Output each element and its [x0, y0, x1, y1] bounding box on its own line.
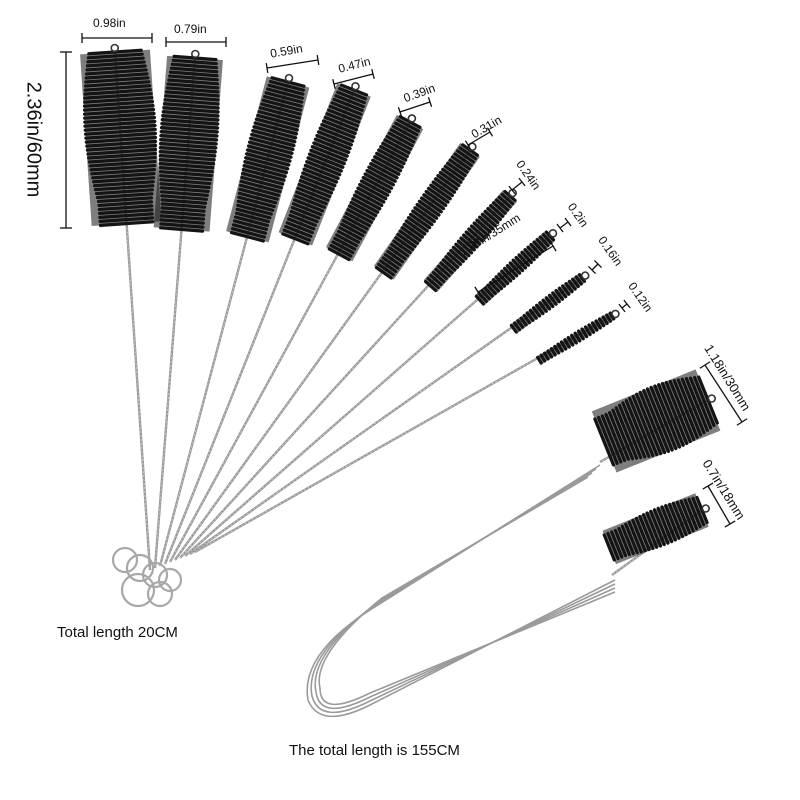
diameter-line-9	[591, 263, 599, 271]
key-ring-icon	[125, 553, 155, 583]
diameter-label-1: 0.98in	[93, 16, 126, 30]
small-brush-4	[163, 81, 371, 565]
diameter-line-7	[511, 181, 523, 191]
small-brush-10-bristles	[536, 311, 616, 365]
small-brush-7-bristles	[423, 189, 517, 293]
small-brush-9	[189, 271, 590, 555]
small-brush-6-bristles	[373, 143, 480, 280]
key-ring-icon	[120, 572, 156, 608]
diameter-line-5	[399, 101, 431, 113]
height-dimension-label: 2.36in/60mm	[22, 81, 45, 198]
small-brush-3-bristles	[226, 76, 310, 243]
small-brush-5	[168, 114, 424, 563]
bristle-length-line	[477, 245, 554, 293]
long-brush-large-head-bristles	[591, 369, 721, 473]
key-ring-icon	[111, 546, 139, 574]
long-brush-large-head	[591, 369, 721, 473]
diameter-line-4	[333, 73, 374, 85]
flexible-wire	[306, 464, 616, 718]
long-brush-total-length: The total length is 155CM	[289, 742, 460, 759]
small-brush-4-bristles	[278, 83, 371, 246]
small-brush-10	[194, 309, 620, 554]
diameter-line-3	[266, 59, 319, 69]
small-brush-6	[174, 142, 480, 561]
small-brush-5-bristles	[325, 114, 424, 262]
diameter-label-2: 0.79in	[174, 22, 207, 36]
flexible-wire	[318, 476, 616, 706]
flexible-wire	[310, 468, 616, 714]
small-brush-7	[179, 188, 517, 559]
large-head-dimension-line	[704, 364, 743, 423]
long-flexible-brush	[306, 464, 616, 718]
small-brush-9-bristles	[509, 273, 587, 334]
key-ring-icon	[157, 567, 183, 593]
small-brush-2	[153, 49, 223, 569]
small-brush-8	[184, 228, 558, 557]
small-brush-1	[80, 43, 162, 571]
long-brush-small-head	[602, 493, 711, 576]
small-brush-total-length: Total length 20CM	[57, 624, 178, 641]
diameter-line-10	[621, 303, 628, 309]
diameter-line-8	[559, 221, 569, 229]
key-ring-icon	[146, 580, 174, 608]
small-head-dimension-line	[707, 485, 731, 525]
long-brush-small-head-bristles	[602, 493, 709, 565]
diameter-line-6	[467, 131, 491, 146]
small-brush-1-bristles	[80, 48, 162, 227]
small-brush-3	[158, 73, 310, 567]
small-brush-8-bristles	[474, 230, 556, 306]
small-brush-2-bristles	[153, 54, 223, 233]
flexible-wire	[314, 472, 616, 710]
